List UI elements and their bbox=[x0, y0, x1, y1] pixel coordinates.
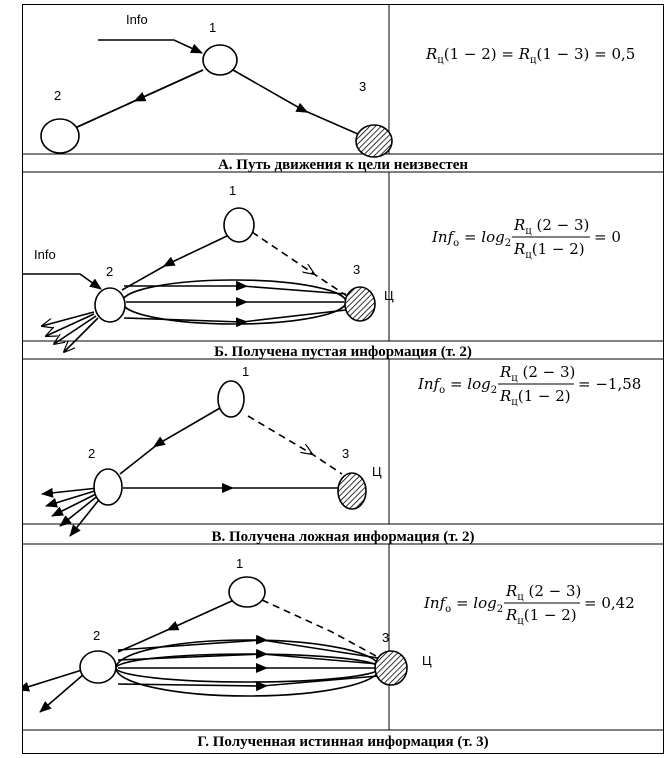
edge-1-2 bbox=[121, 235, 228, 291]
info-input-arrow bbox=[22, 273, 102, 290]
info-input-arrow bbox=[98, 39, 203, 54]
scatter-arrow-3 bbox=[51, 491, 101, 517]
svg-text:Rц(1 − 2): Rц(1 − 2) bbox=[513, 240, 585, 261]
panel-d: 1 2 3 Ц Info = log2 Rц (2 − 3) Rц(1 − 2)… bbox=[22, 556, 635, 750]
svg-text:= −1,58: = −1,58 bbox=[578, 375, 641, 393]
svg-text:Rц (2 − 3): Rц (2 − 3) bbox=[513, 216, 589, 237]
scatter-arrow-4 bbox=[64, 317, 99, 352]
node-2 bbox=[79, 650, 117, 684]
info-label: Info bbox=[126, 12, 148, 27]
scatter-arrow-1 bbox=[42, 311, 95, 326]
caption-b: Б. Получена пустая информация (т. 2) bbox=[214, 344, 472, 360]
node-2 bbox=[93, 468, 123, 506]
node-3-target bbox=[337, 472, 367, 510]
node-3-label: 3 bbox=[353, 262, 360, 277]
panel-b: Info 1 2 3 Ц Info = log2 Rц (2 − 3) Rц(1… bbox=[22, 183, 621, 360]
panel-c: 1 2 3 Ц Info = log2 Rц (2 − 3) Rц(1 − 2)… bbox=[41, 363, 641, 545]
node-1-label: 1 bbox=[229, 183, 236, 198]
node-3-target bbox=[344, 286, 376, 322]
node-3-label: 3 bbox=[382, 630, 389, 645]
path-bottom-arrow bbox=[123, 309, 347, 328]
node-1 bbox=[223, 207, 255, 243]
diagram-canvas: Info 1 2 3 Rц(1 − 2) = Rц(1 − 3) = 0,5 А… bbox=[22, 4, 664, 754]
svg-text:Info = log2: Info = log2 bbox=[417, 375, 497, 396]
node-1 bbox=[202, 44, 238, 76]
node-1-label: 1 bbox=[236, 556, 243, 571]
svg-text:Rц (2 − 3): Rц (2 − 3) bbox=[499, 363, 575, 384]
caption-d: Г. Полученная истинная информация (т. 3) bbox=[197, 734, 488, 750]
target-label: Ц bbox=[384, 288, 394, 303]
edge-1-2-arrow bbox=[74, 69, 204, 129]
node-1-label: 1 bbox=[242, 364, 249, 379]
scatter-arrow-1 bbox=[22, 669, 83, 692]
scatter-arrow-2 bbox=[39, 673, 85, 713]
scatter-arrow-5 bbox=[69, 495, 103, 537]
panel-a-edges bbox=[74, 39, 368, 139]
target-label: Ц bbox=[422, 653, 432, 668]
node-1 bbox=[228, 576, 266, 608]
node-2-label: 2 bbox=[54, 88, 61, 103]
node-2-label: 2 bbox=[106, 264, 113, 279]
formula-a: Rц(1 − 2) = Rц(1 − 3) = 0,5 bbox=[425, 45, 635, 66]
path-top-arrow bbox=[124, 280, 347, 295]
svg-text:Rц(1 − 2): Rц(1 − 2) bbox=[499, 387, 571, 408]
scatter-arrow-4 bbox=[59, 493, 101, 527]
svg-text:= 0,42: = 0,42 bbox=[584, 594, 635, 612]
edge-1-3-dashed bbox=[261, 599, 377, 657]
diagram-table: Info 1 2 3 Rц(1 − 2) = Rц(1 − 3) = 0,5 А… bbox=[22, 4, 664, 754]
svg-text:Rц (2 − 3): Rц (2 − 3) bbox=[505, 582, 581, 603]
node-2 bbox=[40, 118, 80, 154]
scatter-arrow-3 bbox=[54, 315, 97, 344]
svg-text:Info = log2: Info = log2 bbox=[431, 228, 511, 249]
edge-1-2 bbox=[119, 407, 221, 475]
svg-text:Rц(1 − 2): Rц(1 − 2) bbox=[505, 606, 577, 627]
svg-text:= 0: = 0 bbox=[594, 228, 621, 246]
edge-1-3-dashed bbox=[247, 415, 343, 475]
path-top-arrow bbox=[117, 634, 379, 659]
caption-c: В. Получена ложная информация (т. 2) bbox=[211, 529, 474, 545]
panel-a: Info 1 2 3 Rц(1 − 2) = Rц(1 − 3) = 0,5 А… bbox=[40, 12, 635, 173]
table-grid bbox=[22, 4, 664, 754]
formula-d: Info = log2 Rц (2 − 3) Rц(1 − 2) = 0,42 bbox=[423, 582, 635, 627]
caption-a: А. Путь движения к цели неизвестен bbox=[218, 157, 468, 173]
scatter-arrow-2 bbox=[46, 313, 95, 336]
path-bottom-arrow bbox=[117, 675, 379, 692]
node-3-label: 3 bbox=[359, 79, 366, 94]
edge-1-3-dashed bbox=[251, 231, 348, 297]
scatter-arrow-1 bbox=[41, 487, 99, 498]
edge-1-3-arrow bbox=[232, 69, 368, 139]
node-3-label: 3 bbox=[342, 446, 349, 461]
node-1 bbox=[217, 380, 245, 418]
node-2 bbox=[94, 287, 126, 323]
path-mid-top-arrow bbox=[117, 648, 379, 665]
formula-c: Info = log2 Rц (2 − 3) Rц(1 − 2) = −1,58 bbox=[417, 363, 641, 408]
node-2-label: 2 bbox=[88, 446, 95, 461]
edge-1-2 bbox=[117, 599, 235, 653]
node-2-label: 2 bbox=[93, 628, 100, 643]
node-1-label: 1 bbox=[209, 20, 216, 35]
scatter-arrow-2 bbox=[45, 489, 99, 508]
target-label: Ц bbox=[372, 464, 382, 479]
node-3-target bbox=[355, 124, 393, 158]
formula-b: Info = log2 Rц (2 − 3) Rц(1 − 2) = 0 bbox=[431, 216, 621, 261]
node-3-target bbox=[374, 650, 408, 686]
info-label: Info bbox=[34, 247, 56, 262]
svg-text:Info = log2: Info = log2 bbox=[423, 594, 503, 615]
